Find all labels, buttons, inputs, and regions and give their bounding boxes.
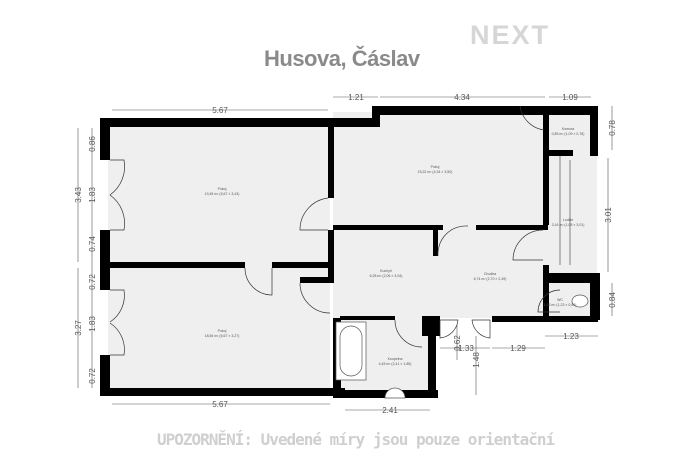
next-logo: NEXT: [470, 20, 551, 50]
page-title: Husova, Čáslav: [264, 46, 420, 71]
room-area: 1,03 m² (1,23 × 0,84): [544, 303, 577, 307]
dimension-label: 3.27: [74, 320, 83, 336]
door-swings: [109, 105, 561, 356]
dimension-label: 3.43: [74, 187, 83, 203]
dimension-label: 1.29: [510, 344, 526, 353]
dimension-lines: [77, 96, 613, 411]
dimension-label: 5.67: [212, 400, 228, 409]
dimension-label: 2.41: [382, 406, 398, 415]
dimension-label: 5.67: [212, 106, 228, 115]
dimension-label: 1.83: [88, 316, 97, 332]
room-label: Pokoj: [431, 165, 440, 169]
room-area: 19,45 m² (5,67 × 3,43): [205, 192, 240, 196]
room-label: Pokoj: [218, 329, 227, 333]
dimension-label: 0.74: [88, 236, 97, 252]
dimension-label: 0.62: [453, 335, 462, 351]
room-label: Koupelna: [388, 357, 403, 361]
room-area: 6,74 m² (2,70 × 2,49): [474, 277, 507, 281]
walls: [100, 106, 600, 398]
dimension-label: 4.34: [454, 93, 470, 102]
room-label: Chodba: [484, 272, 496, 276]
dimension-label: 3.01: [604, 207, 613, 223]
dimension-label: 1.23: [563, 332, 579, 341]
dimension-label: 1.83: [88, 187, 97, 203]
toilet-icon: [571, 294, 589, 308]
dimension-label: 0.72: [88, 274, 97, 290]
dimension-label: 1.21: [348, 93, 364, 102]
dimension-label: 0.72: [88, 368, 97, 384]
disclaimer-text: UPOZORNĚNÍ: Uvedené míry jsou pouze orie…: [157, 430, 555, 449]
sink-icon: [384, 387, 406, 399]
room-area: 3,16 m² (1,05 × 3,01): [552, 223, 585, 227]
room-area: 4,45 m² (2,41 × 1,85): [379, 362, 412, 366]
room-area: 0,85 m² (1,09 × 0,78): [552, 132, 585, 136]
room-label: Komora: [562, 127, 574, 131]
dimension-label: 1.33: [458, 344, 474, 353]
dimension-label: 1.48: [472, 352, 481, 368]
room-area: 18,54 m² (5,67 × 3,27): [205, 334, 240, 338]
room-area: 15,22 m² (4,34 × 3,50): [418, 170, 453, 174]
dimension-label: 1.09: [562, 93, 578, 102]
dimension-label: 0.86: [88, 136, 97, 152]
room-area: 6,28 m² (2,06 × 3,04): [370, 274, 403, 278]
room-label: WC: [557, 298, 563, 302]
dimension-label: 0.84: [608, 292, 617, 308]
fixtures: [335, 156, 589, 399]
room-label: Lodžie: [563, 218, 573, 222]
room-label: Pokoj: [218, 187, 227, 191]
room-label: Kuchyň: [380, 269, 392, 273]
dimension-label: 0.78: [608, 120, 617, 136]
